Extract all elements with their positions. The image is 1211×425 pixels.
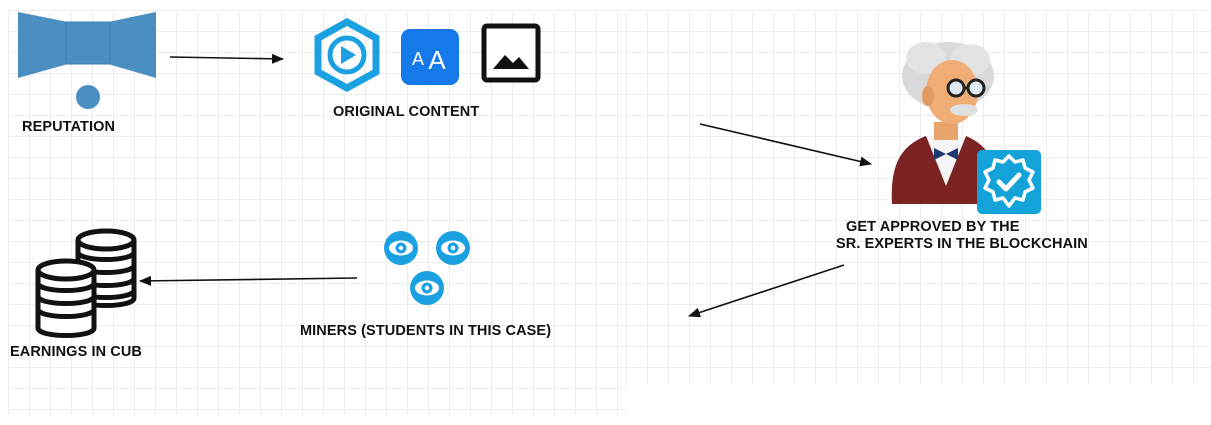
- eyes-icon: [384, 231, 470, 305]
- arrow-miners-to-earnings: [139, 275, 358, 286]
- miners-label: MINERS (STUDENTS IN THIS CASE): [300, 323, 552, 339]
- experts-label-line1: GET APPROVED BY THE: [846, 219, 1020, 235]
- arrow-experts-to-miners: [688, 264, 845, 318]
- font-size-icon: A A: [401, 29, 459, 85]
- expert-person-icon: [891, 42, 999, 204]
- svg-text:A: A: [428, 45, 446, 75]
- reputation-label: REPUTATION: [22, 119, 116, 135]
- verified-badge-icon: [977, 150, 1041, 214]
- image-icon: [481, 23, 541, 83]
- arrow-content-to-experts: [699, 123, 872, 167]
- arrow-reputation-to-content: [169, 53, 284, 64]
- original-content-label: ORIGINAL CONTENT: [333, 104, 480, 120]
- bowtie-icon: [18, 12, 156, 109]
- svg-text:A: A: [412, 49, 424, 69]
- coin-stacks-icon: [35, 228, 137, 338]
- earnings-label: EARNINGS IN CUB: [10, 344, 143, 360]
- experts-label-line2: SR. EXPERTS IN THE BLOCKCHAIN: [836, 236, 1088, 252]
- video-play-icon: [314, 18, 380, 92]
